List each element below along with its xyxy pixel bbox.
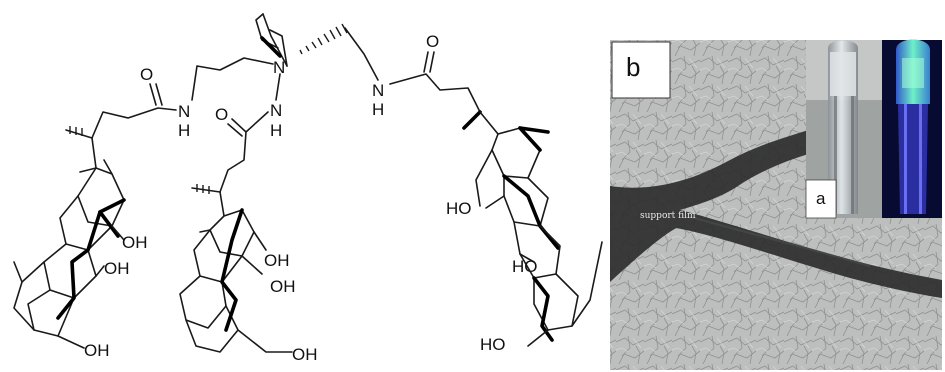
left-methyl-hash <box>69 126 83 136</box>
panel-b-label-box <box>611 41 671 99</box>
left-amide-nitrogen-label: N <box>178 102 190 121</box>
right-amide-hydrogen-label: H <box>372 100 384 119</box>
right-arm: N H O HO HO HO <box>372 32 603 354</box>
tem-micrograph-panel: support film b a <box>610 39 942 370</box>
middle-hydroxyl-2-label: OH <box>270 277 296 296</box>
panel-b-label: b <box>626 52 640 82</box>
left-arm: O N H OH OH <box>13 65 190 360</box>
left-hydroxyl-3-label: OH <box>84 341 110 360</box>
inset-a-label: a <box>816 189 826 208</box>
middle-arm: N H O OH OH OH <box>179 101 318 364</box>
tripodal-cholamide-structure: N O N H <box>13 13 603 364</box>
right-hydroxyl-1-label: HO <box>446 199 472 218</box>
right-hydroxyl-3-label: HO <box>480 335 506 354</box>
left-hydroxyl-2-label: OH <box>104 259 130 278</box>
right-hydroxyl-2-label: HO <box>512 257 538 276</box>
hashed-wedge-bond <box>299 23 348 55</box>
middle-hydroxyl-3-label: OH <box>292 345 318 364</box>
inset-a-label-box <box>805 179 837 219</box>
middle-amide-nitrogen-label: N <box>270 101 282 120</box>
left-carbonyl-oxygen-label: O <box>140 65 153 84</box>
nanofiber-bundle <box>610 128 942 298</box>
middle-hydroxyl-1-label: OH <box>264 251 290 270</box>
left-amide-hydrogen-label: H <box>178 121 190 140</box>
central-nitrogen-label: N <box>273 58 285 77</box>
tren-core: N <box>191 13 379 101</box>
middle-amide-hydrogen-label: H <box>270 121 282 140</box>
middle-carbonyl-oxygen-label: O <box>215 105 228 124</box>
vial-photo-daylight: a <box>805 40 882 219</box>
left-hydroxyl-1-label: OH <box>122 233 148 252</box>
support-film-annotation: support film <box>640 211 696 221</box>
right-carbonyl-oxygen-label: O <box>426 32 439 51</box>
right-amide-nitrogen-label: N <box>372 81 384 100</box>
vial-photo-uv <box>882 39 942 218</box>
middle-methyl-hash <box>196 184 210 194</box>
